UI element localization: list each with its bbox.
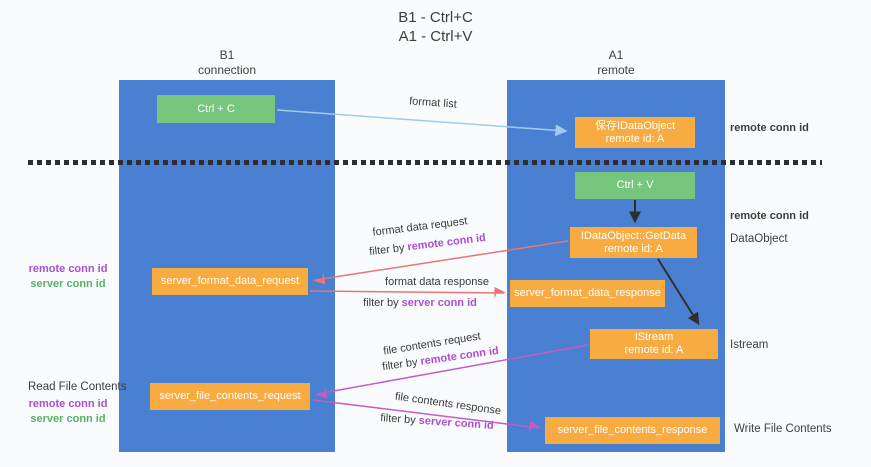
lane-b1-role: connection [197, 63, 257, 77]
format-data-response-label: format data response [385, 276, 489, 288]
remote-conn-id-annotation-mid: remote conn id [730, 210, 809, 222]
server-format-data-request-box: server_format_data_request [152, 268, 308, 295]
dataobject-annotation: DataObject [730, 233, 788, 245]
title-line-1: B1 - Ctrl+C [398, 9, 473, 26]
istream-line1: IStream [634, 331, 674, 343]
remote-conn-id-text: remote conn id [28, 398, 108, 410]
format-list-label: format list [408, 95, 458, 111]
remote-conn-id-text: remote conn id [28, 263, 108, 275]
idataobject-getdata-line1: IDataObject::GetData [580, 229, 687, 242]
remote-conn-id-text: remote conn id [406, 231, 487, 254]
session-divider-dashed-line [28, 160, 822, 165]
save-idataobject-line2: remote id: A [605, 132, 665, 145]
server-format-data-response-box: server_format_data_response [510, 280, 665, 307]
format-data-response-arrow [309, 286, 507, 299]
title-line-2: A1 - Ctrl+V [398, 28, 473, 45]
server-conn-id-text: server conn id [418, 414, 495, 432]
server-conn-id-text: server conn id [30, 413, 106, 425]
lane-b1-name: B1 [219, 48, 235, 62]
diagram-title: B1 - Ctrl+C A1 - Ctrl+V [0, 8, 871, 46]
ctrl-v-label: Ctrl + V [616, 179, 654, 191]
lane-a1-role: remote [597, 63, 635, 77]
save-idataobject-box: 保存IDataObject remote id: A [575, 117, 695, 148]
server-format-data-response-label: server_format_data_response [514, 287, 661, 299]
read-file-contents-annotation: Read File Contents [28, 381, 127, 393]
istream-annotation: Istream [730, 339, 769, 351]
server-file-contents-request-label: server_file_contents_request [159, 390, 301, 402]
remote-conn-id-annotation-top: remote conn id [730, 122, 809, 134]
server-file-contents-response-label: server_file_contents_response [557, 424, 708, 436]
filter-by-text: filter by [381, 355, 422, 374]
lane-header-b1: B1 connection [119, 48, 335, 78]
write-file-contents-annotation: Write File Contents [734, 423, 832, 435]
server-conn-id-text: server conn id [30, 278, 106, 290]
server-format-data-request-label: server_format_data_request [160, 275, 300, 287]
server-file-contents-response-box: server_file_contents_response [545, 417, 720, 444]
server-file-contents-request-box: server_file_contents_request [150, 383, 310, 410]
ctrl-v-box: Ctrl + V [575, 172, 695, 199]
lane-a1-name: A1 [608, 48, 624, 62]
idataobject-getdata-line2: remote id: A [604, 242, 663, 255]
istream-box: IStream remote id: A [590, 329, 718, 359]
istream-line2: remote id: A [624, 344, 684, 356]
idataobject-getdata-box: IDataObject::GetData remote id: A [570, 227, 697, 258]
filter-by-text: filter by [368, 241, 409, 259]
lane-header-a1: A1 remote [507, 48, 725, 78]
filter-by-text: filter by [379, 412, 420, 427]
format-data-response-filter-label: filter by server conn id [345, 297, 495, 309]
server-conn-id-text: server conn id [401, 297, 477, 309]
save-idataobject-line1: 保存IDataObject [594, 119, 676, 132]
ctrl-c-label: Ctrl + C [197, 102, 235, 115]
ctrl-c-box: Ctrl + C [157, 95, 275, 123]
filter-by-text: filter by [363, 297, 402, 309]
file-request-conn-id-annotation: remote conn id server conn id [18, 397, 118, 427]
format-request-conn-id-annotation: remote conn id server conn id [18, 262, 118, 292]
